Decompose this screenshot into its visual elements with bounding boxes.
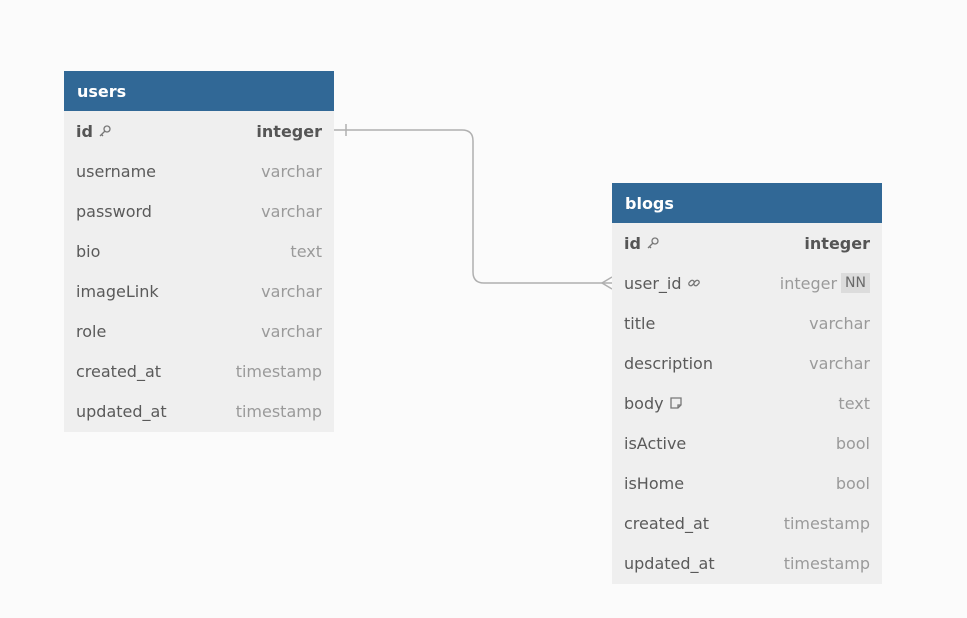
relation-users-blogs [333,129,612,284]
field-row-updated-at[interactable]: updated_at timestamp [612,543,882,583]
field-type: varchar [261,281,322,301]
field-type: varchar [261,321,322,341]
field-name: id [76,122,113,141]
field-type: varchar [809,353,870,373]
field-name: role [76,321,107,341]
field-name: updated_at [624,553,715,573]
field-name: bio [76,241,101,261]
field-row-ishome[interactable]: isHome bool [612,463,882,503]
field-type: bool [835,433,870,453]
field-type: integer NN [780,273,870,293]
field-row-password[interactable]: password varchar [64,191,334,231]
field-row-imagelink[interactable]: imageLink varchar [64,271,334,311]
field-row-title[interactable]: title varchar [612,303,882,343]
field-name: body [624,394,684,413]
field-row-description[interactable]: description varchar [612,343,882,383]
field-row-created-at[interactable]: created_at timestamp [612,503,882,543]
field-name: created_at [76,361,162,381]
field-name: description [624,353,713,373]
field-name: isActive [624,433,687,453]
key-icon [645,235,661,251]
field-name: updated_at [76,401,167,421]
field-type: varchar [261,161,322,181]
field-name: title [624,313,656,333]
field-row-user-id[interactable]: user_id integer NN [612,263,882,303]
field-name: password [76,201,152,221]
field-row-bio[interactable]: bio text [64,231,334,271]
table-header[interactable]: users [64,71,334,111]
field-type: integer [804,233,870,253]
field-row-created-at[interactable]: created_at timestamp [64,351,334,391]
field-name: created_at [624,513,710,533]
key-icon [97,123,113,139]
field-row-id[interactable]: id integer [612,223,882,263]
field-row-username[interactable]: username varchar [64,151,334,191]
field-type: text [838,393,870,413]
field-row-role[interactable]: role varchar [64,311,334,351]
table-header[interactable]: blogs [612,183,882,223]
field-name: id [624,234,661,253]
field-type: timestamp [235,361,322,381]
field-row-body[interactable]: body text [612,383,882,423]
field-type: varchar [261,201,322,221]
field-row-id[interactable]: id integer [64,111,334,151]
relation-many-marker [600,276,613,290]
field-name: user_id [624,274,702,293]
field-name: imageLink [76,281,159,301]
field-type: bool [835,473,870,493]
field-row-updated-at[interactable]: updated_at timestamp [64,391,334,431]
field-row-isactive[interactable]: isActive bool [612,423,882,463]
table-users[interactable]: users id integer username varchar passwo… [64,71,334,432]
field-type: text [290,241,322,261]
not-null-badge: NN [841,273,870,293]
note-icon[interactable] [668,395,684,411]
field-type: varchar [809,313,870,333]
field-type: timestamp [783,553,870,573]
field-name: username [76,161,156,181]
table-blogs[interactable]: blogs id integer user_id [612,183,882,584]
field-type: integer [256,121,322,141]
field-type: timestamp [235,401,322,421]
field-name: isHome [624,473,685,493]
link-icon [686,275,702,291]
field-type: timestamp [783,513,870,533]
